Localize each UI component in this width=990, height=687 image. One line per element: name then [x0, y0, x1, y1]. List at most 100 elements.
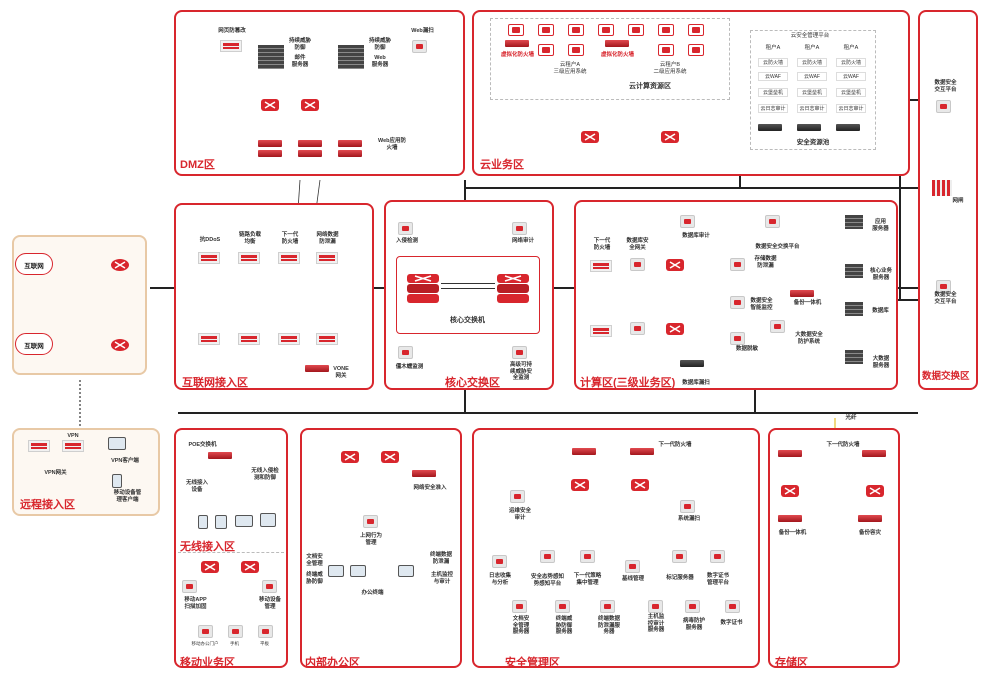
label: 核心交换机	[450, 317, 485, 324]
core-switch-icon	[407, 274, 439, 303]
cert-device	[725, 600, 740, 613]
dlp-server	[600, 600, 615, 613]
label: VPN网关	[44, 470, 67, 476]
zone-title-remote: 远程接入区	[20, 499, 75, 511]
zone-title-security-mgmt: 安全管理区	[505, 657, 560, 669]
core-switch-icon	[497, 274, 529, 303]
label: Web应用防 火墙	[377, 138, 406, 151]
label: 主机监控 与审计	[430, 572, 453, 585]
label: 链路负载 均衡	[238, 232, 261, 245]
web-scan-device	[412, 40, 427, 53]
label: 持续威胁 防御	[368, 38, 391, 51]
vpn-device	[62, 440, 84, 452]
label: 移动办公门户	[191, 641, 219, 646]
label: 网络审计	[511, 238, 534, 244]
label: 存储数据 防泄漏	[754, 256, 777, 269]
switch-icon	[241, 561, 259, 573]
label: 邮件 服务器	[291, 55, 309, 68]
label: 网页防篡改	[218, 28, 246, 34]
zone-title-cloud: 云业务区	[480, 159, 524, 171]
compute-zone	[574, 200, 898, 390]
switch-icon	[661, 131, 679, 143]
db-gateway	[630, 258, 645, 271]
doc-server	[512, 600, 527, 613]
label: 下一代 防火墙	[593, 238, 611, 251]
label: 光纤	[845, 415, 857, 421]
label: 高级可持 续威胁安 全监测	[509, 362, 532, 381]
exchange-platform-device	[936, 280, 951, 293]
phone-icon	[112, 474, 122, 488]
switch-icon	[666, 323, 684, 335]
label: 租户A	[804, 45, 820, 51]
label: 虚拟化防火墙	[500, 52, 534, 58]
exchange-platform-device	[936, 100, 951, 113]
terminal-icon	[235, 515, 253, 527]
label: 平板	[260, 641, 269, 646]
label: 数据安全 交互平台	[934, 292, 957, 305]
label: 日志收集 与分析	[488, 573, 511, 586]
cloud-cell: 云日志审计	[758, 104, 788, 113]
label: 下一代防火墙	[826, 442, 860, 448]
divider	[178, 552, 284, 553]
app-server-icon	[845, 215, 863, 229]
audit-device	[512, 222, 527, 235]
db-gateway	[630, 322, 645, 335]
waf-device	[338, 150, 362, 157]
host-server	[648, 600, 663, 613]
terminal-icon	[198, 515, 208, 529]
label: VPN	[67, 433, 79, 439]
db-scan-device	[680, 360, 704, 367]
vfw-device	[605, 40, 629, 47]
db-audit-device	[680, 215, 695, 228]
vm-icon	[628, 24, 644, 36]
time-device	[672, 550, 687, 563]
label: 应用 服务器	[872, 219, 889, 232]
vm-icon	[688, 44, 704, 56]
pc-icon	[328, 565, 344, 577]
label: 备份容灾	[858, 530, 881, 536]
label: 抗DDoS	[199, 237, 221, 243]
policy-device	[580, 550, 595, 563]
mobile-portal	[258, 625, 273, 638]
internet-access-zone	[174, 203, 374, 390]
exchange-device	[765, 215, 780, 228]
internet-cloud-bottom: 互联网	[15, 333, 53, 355]
ids-device	[398, 222, 413, 235]
switch-icon	[631, 479, 649, 491]
label: 数据库审计	[682, 233, 710, 239]
vfw-device	[505, 40, 529, 47]
ngfw-device	[278, 333, 300, 345]
waf-device	[258, 150, 282, 157]
label: 上网行为 管理	[359, 533, 382, 546]
ngfw-device	[590, 260, 612, 272]
dlp-device	[316, 333, 338, 345]
label: 终端数据 防泄漏服 务器	[597, 616, 620, 635]
nac-device	[412, 470, 436, 477]
sys-scan-device	[680, 500, 695, 513]
ddos-device	[198, 252, 220, 264]
label: 数据库漏扫	[682, 380, 710, 386]
data-exchange-zone	[918, 10, 978, 390]
cloud-cell: 云防火墙	[797, 58, 827, 67]
cloud-cell: 云堡垒机	[758, 88, 788, 97]
cloud-cell: 云WAF	[836, 72, 866, 81]
pc-icon	[350, 565, 366, 577]
label: 数字证书	[720, 620, 743, 626]
zone-title-dmz: DMZ区	[180, 159, 215, 171]
zone-title-compute: 计算区(三级业务区)	[580, 377, 676, 389]
pool-device	[836, 124, 860, 131]
label: 标记服务器	[666, 575, 694, 581]
storage-switch	[862, 450, 886, 457]
vm-icon	[658, 24, 674, 36]
switch-icon	[261, 99, 279, 111]
label: 僵木蠕监测	[395, 364, 424, 370]
label: 办公终端	[361, 590, 384, 596]
waf-device	[258, 140, 282, 147]
label: 云租户A 三级应用系统	[553, 62, 587, 75]
label: 移动设备 管理	[258, 597, 281, 610]
label: 大数据 服务器	[872, 356, 890, 369]
label: 移动APP 扫描加固	[184, 597, 207, 610]
label: 核心业务 服务器	[869, 268, 892, 281]
zone-title-internet-access: 互联网接入区	[182, 377, 248, 389]
dlp-device	[316, 252, 338, 264]
